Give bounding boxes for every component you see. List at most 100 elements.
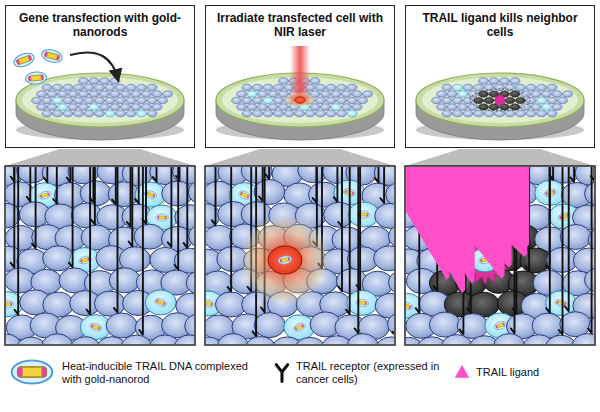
rod-end <box>153 194 155 197</box>
panel-title: TRAIL ligand kills neighbor cells <box>406 6 594 39</box>
dish-cell <box>326 110 336 117</box>
trail-receptor <box>139 167 143 335</box>
dish-cell <box>147 97 157 104</box>
dish-cell <box>352 91 362 98</box>
nanorod-icon <box>292 322 306 333</box>
panel-box: Gene transfection with gold-nanorods <box>5 5 195 148</box>
dish-cell <box>131 91 141 98</box>
trail-receptor <box>135 167 139 204</box>
cancer-cell <box>560 312 591 337</box>
panel-ground <box>205 5 395 148</box>
heat-glow <box>239 214 331 306</box>
cancer-cell <box>42 334 73 344</box>
dish-cell <box>468 91 478 98</box>
gold-rod <box>146 192 156 198</box>
dish-cell <box>479 78 489 85</box>
dish-cell <box>437 104 447 111</box>
rod-end <box>211 303 213 306</box>
cell-layer <box>6 167 194 344</box>
rod-end <box>41 75 44 80</box>
dish-cell <box>337 97 347 104</box>
dish-cell <box>537 97 547 104</box>
trail-receptor <box>393 167 394 336</box>
trail-receptor <box>67 167 71 182</box>
dish-cell <box>463 97 473 104</box>
trail-receptor <box>565 167 569 311</box>
cancer-cell <box>389 270 395 295</box>
nanorod-icon <box>156 214 169 221</box>
dish-cell <box>121 91 131 98</box>
dish-cell <box>121 104 131 111</box>
dish-cell <box>326 84 336 91</box>
dna-loop <box>493 320 507 331</box>
rod-end <box>546 192 548 195</box>
rod-end <box>556 301 558 304</box>
cell-layer <box>406 167 594 344</box>
gold-rod <box>406 303 411 309</box>
gold-rod <box>295 324 305 330</box>
zoom-connector <box>205 149 395 166</box>
dna-loop <box>6 300 14 308</box>
dish-cell <box>453 110 463 117</box>
legend-text: TRAIL ligand <box>476 366 591 379</box>
trail-receptor <box>559 167 563 335</box>
dish-cell <box>500 78 510 85</box>
dish-cell <box>237 91 247 98</box>
nanorod-icon <box>277 255 292 265</box>
dish-cell <box>253 84 263 91</box>
cancer-cell <box>376 337 394 344</box>
rod-end <box>280 259 282 263</box>
dish-cell <box>79 104 89 111</box>
rod-end <box>409 305 412 309</box>
dish-cell <box>447 104 457 111</box>
trail-receptor <box>338 167 342 291</box>
dish-cell <box>84 97 94 104</box>
dish-cell <box>505 97 515 104</box>
rod-end <box>288 257 290 261</box>
dish-cell <box>479 104 489 111</box>
rod-end <box>295 327 298 331</box>
cancer-cell <box>560 225 591 250</box>
trail-receptor <box>228 167 232 292</box>
trail-receptor <box>313 167 317 203</box>
dish-cell <box>363 91 373 98</box>
zoom-connector <box>405 149 595 166</box>
dish-cell <box>542 104 552 111</box>
nanorod-icon <box>406 300 414 311</box>
trail-receptor <box>114 167 118 313</box>
trail-ligand <box>455 365 469 378</box>
dish-cell <box>89 91 99 98</box>
dish-cell <box>274 110 284 117</box>
dish-cell <box>552 91 562 98</box>
cancer-cell <box>43 246 74 271</box>
cancer-cell <box>189 224 194 249</box>
rod-end <box>47 192 49 195</box>
dish-cell <box>358 97 368 104</box>
dish-cell <box>316 84 326 91</box>
dish-cell <box>53 110 63 117</box>
dish-cell <box>63 84 73 91</box>
dish-cell <box>126 110 136 117</box>
gold-rod <box>40 192 50 198</box>
dish-cell <box>116 110 126 117</box>
closeup-frame <box>405 166 595 345</box>
nanorod-icon <box>12 360 53 383</box>
nanorod-icon <box>38 190 52 200</box>
dish-cell <box>79 78 89 85</box>
trail-receptor <box>91 167 95 225</box>
dish-cell <box>284 110 294 117</box>
dish-cell <box>237 104 247 111</box>
trail-receptor <box>588 167 592 333</box>
dish-cell <box>116 97 126 104</box>
laser-beam <box>290 46 310 100</box>
dish-cell <box>110 104 120 111</box>
heated-cell <box>295 97 305 104</box>
cancer-cell <box>70 337 101 344</box>
dish-cell <box>126 84 136 91</box>
dish-cell <box>147 84 157 91</box>
trail-receptor <box>571 167 575 182</box>
dish-cell <box>32 97 42 104</box>
dish-cells <box>32 78 173 117</box>
dna-loop <box>12 51 36 69</box>
